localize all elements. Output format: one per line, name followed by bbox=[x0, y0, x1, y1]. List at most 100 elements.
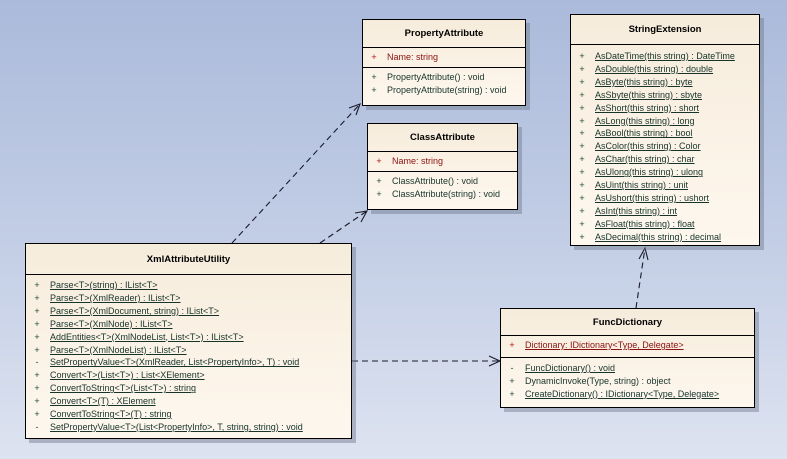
attribute-signature: Name: string bbox=[387, 52, 439, 62]
operation-signature: AsSbyte(this string) : sbyte bbox=[595, 89, 703, 100]
operation-row[interactable]: + Parse<T>(string) : IList<T> bbox=[26, 279, 351, 292]
operation-row[interactable]: +AsFloat(this string) : float bbox=[571, 218, 759, 231]
class-name: XmlAttributeUtility bbox=[26, 244, 351, 275]
visibility-marker: + bbox=[579, 128, 585, 139]
attribute-row[interactable]: +Name: string bbox=[368, 155, 517, 168]
operation-signature: AsUint(this string) : unit bbox=[595, 180, 689, 191]
dependency-xmlattributeutility-propertyattribute[interactable] bbox=[231, 103, 361, 244]
operation-row[interactable]: +AsUint(this string) : unit bbox=[571, 179, 759, 192]
operation-row[interactable]: +AsDateTime(this string) : DateTime bbox=[571, 50, 759, 63]
operation-row[interactable]: + Parse<T>(XmlNodeList) : IList<T> bbox=[26, 344, 351, 357]
open-arrowhead-icon bbox=[348, 103, 361, 116]
visibility-marker: - bbox=[35, 421, 39, 432]
visibility-marker: + bbox=[371, 84, 377, 95]
operation-signature: Parse<T>(XmlNodeList) : IList<T> bbox=[50, 344, 187, 355]
visibility-marker: + bbox=[579, 63, 585, 74]
visibility-marker: + bbox=[34, 344, 40, 355]
operation-signature: AsLong(this string) : long bbox=[595, 115, 695, 126]
operation-row[interactable]: +Convert<T>(List<T>) : List<XElement> bbox=[26, 369, 351, 382]
operation-row[interactable]: +AsDecimal(this string) : decimal bbox=[571, 231, 759, 244]
class-xml-attribute-utility[interactable]: XmlAttributeUtility + Parse<T>(string) : … bbox=[25, 243, 352, 439]
operation-row[interactable]: +AsShort(this string) : short bbox=[571, 102, 759, 115]
attributes-compartment: +Name: string bbox=[368, 152, 517, 172]
dependency-funcdictionary-stringextension[interactable] bbox=[635, 246, 649, 309]
visibility-marker: + bbox=[579, 76, 585, 87]
operation-row[interactable]: +AsByte(this string) : byte bbox=[571, 76, 759, 89]
operation-row[interactable]: + AsLong(this string) : long bbox=[571, 115, 759, 128]
visibility-marker: + bbox=[579, 205, 585, 216]
operation-row[interactable]: +CreateDictionary() : IDictionary<Type, … bbox=[501, 388, 754, 401]
operation-row[interactable]: +Parse<T>(XmlDocument, string) : IList<T… bbox=[26, 305, 351, 318]
operation-signature: AsDouble(this string) : double bbox=[595, 63, 714, 74]
operation-row[interactable]: +AddEntities<T>(XmlNodeList, List<T>) : … bbox=[26, 331, 351, 344]
operation-row[interactable]: -SetPropertyValue<T>(XmlReader, List<Pro… bbox=[26, 356, 351, 369]
visibility-marker: - bbox=[35, 357, 39, 368]
operation-row[interactable]: -FuncDictionary() : void bbox=[501, 362, 754, 375]
operation-signature: AsUlong(this string) : ulong bbox=[595, 167, 704, 178]
operation-row[interactable]: +AsBool(this string) : bool bbox=[571, 127, 759, 140]
visibility-marker: + bbox=[579, 167, 585, 178]
operations-compartment: +AsDateTime(this string) : DateTime+AsDo… bbox=[571, 45, 759, 247]
operation-row[interactable]: +DynamicInvoke(Type, string) : object bbox=[501, 375, 754, 388]
operation-row[interactable]: + ClassAttribute(string) : void bbox=[368, 188, 517, 201]
visibility-marker: + bbox=[34, 396, 40, 407]
visibility-marker: + bbox=[579, 51, 585, 61]
class-property-attribute[interactable]: PropertyAttribute +Name: string +Propert… bbox=[362, 19, 526, 106]
operation-signature: AsChar(this string) : char bbox=[595, 154, 695, 165]
operation-signature: Convert<T>(T) : XElement bbox=[50, 396, 156, 407]
visibility-marker: + bbox=[34, 280, 40, 290]
operation-row[interactable]: -SetPropertyValue<T>(List<PropertyInfo>,… bbox=[26, 421, 351, 434]
visibility-marker: + bbox=[34, 331, 40, 342]
operation-row[interactable]: + Parse<T>(XmlNode) : IList<T> bbox=[26, 318, 351, 331]
visibility-marker: + bbox=[579, 154, 585, 165]
attribute-row[interactable]: +Dictionary: IDictionary<Type, Delegate> bbox=[501, 339, 754, 352]
operations-compartment: -FuncDictionary() : void+DynamicInvoke(T… bbox=[501, 358, 754, 404]
operation-signature: ClassAttribute(string) : void bbox=[392, 188, 501, 199]
operation-row[interactable]: +Parse<T>(XmlReader) : IList<T> bbox=[26, 292, 351, 305]
operation-row[interactable]: + AsInt(this string) : int bbox=[571, 205, 759, 218]
visibility-marker: + bbox=[579, 218, 585, 229]
operation-row[interactable]: +PropertyAttribute() : void bbox=[363, 71, 525, 84]
visibility-marker: + bbox=[579, 115, 585, 126]
class-name: StringExtension bbox=[571, 15, 759, 45]
operation-row[interactable]: +AsUshort(this string) : ushort bbox=[571, 192, 759, 205]
operation-row[interactable]: + AsUlong(this string) : ulong bbox=[571, 166, 759, 179]
operation-signature: Parse<T>(XmlNode) : IList<T> bbox=[50, 318, 173, 329]
operation-signature: AsInt(this string) : int bbox=[595, 205, 678, 216]
open-arrowhead-icon bbox=[354, 210, 369, 223]
open-arrowhead-icon bbox=[638, 246, 649, 261]
operations-compartment: +ClassAttribute() : void+ ClassAttribute(… bbox=[368, 172, 517, 204]
operation-row[interactable]: + Convert<T>(T) : XElement bbox=[26, 395, 351, 408]
operation-signature: Parse<T>(string) : IList<T> bbox=[50, 280, 158, 290]
operation-row[interactable]: + ConvertToString<T>(List<T>) : string bbox=[26, 382, 351, 395]
attribute-row[interactable]: +Name: string bbox=[363, 51, 525, 64]
operation-signature: Convert<T>(List<T>) : List<XElement> bbox=[50, 370, 205, 381]
operation-row[interactable]: + AsChar(this string) : char bbox=[571, 153, 759, 166]
operation-signature: CreateDictionary() : IDictionary<Type, D… bbox=[525, 388, 720, 399]
visibility-marker: + bbox=[376, 156, 382, 166]
class-name: PropertyAttribute bbox=[363, 20, 525, 48]
operation-row[interactable]: +AsColor(this string) : Color bbox=[571, 140, 759, 153]
operation-row[interactable]: +PropertyAttribute(string) : void bbox=[363, 84, 525, 97]
visibility-marker: + bbox=[34, 318, 40, 329]
dependency-xmlattributeutility-funcdictionary[interactable] bbox=[352, 355, 502, 367]
visibility-marker: + bbox=[509, 375, 515, 386]
visibility-marker: + bbox=[34, 305, 40, 316]
class-func-dictionary[interactable]: FuncDictionary +Dictionary: IDictionary<… bbox=[500, 308, 755, 408]
visibility-marker: + bbox=[34, 383, 40, 394]
operation-row[interactable]: + AsDouble(this string) : double bbox=[571, 63, 759, 76]
operation-row[interactable]: +ClassAttribute() : void bbox=[368, 175, 517, 188]
visibility-marker: + bbox=[376, 188, 382, 199]
visibility-marker: - bbox=[510, 362, 514, 373]
operation-row[interactable]: +AsSbyte(this string) : sbyte bbox=[571, 89, 759, 102]
operation-signature: FuncDictionary() : void bbox=[525, 362, 616, 373]
class-string-extension[interactable]: StringExtension +AsDateTime(this string)… bbox=[570, 14, 760, 246]
visibility-marker: + bbox=[579, 141, 585, 152]
operation-signature: ConvertToString<T>(List<T>) : string bbox=[50, 383, 197, 394]
dependency-xmlattributeutility-classattribute[interactable] bbox=[319, 210, 369, 244]
class-name: ClassAttribute bbox=[368, 124, 517, 152]
class-class-attribute[interactable]: ClassAttribute +Name: string +ClassAttri… bbox=[367, 123, 518, 210]
operation-row[interactable]: +ConvertToString<T>(T) : string bbox=[26, 408, 351, 421]
visibility-marker: + bbox=[579, 192, 585, 203]
